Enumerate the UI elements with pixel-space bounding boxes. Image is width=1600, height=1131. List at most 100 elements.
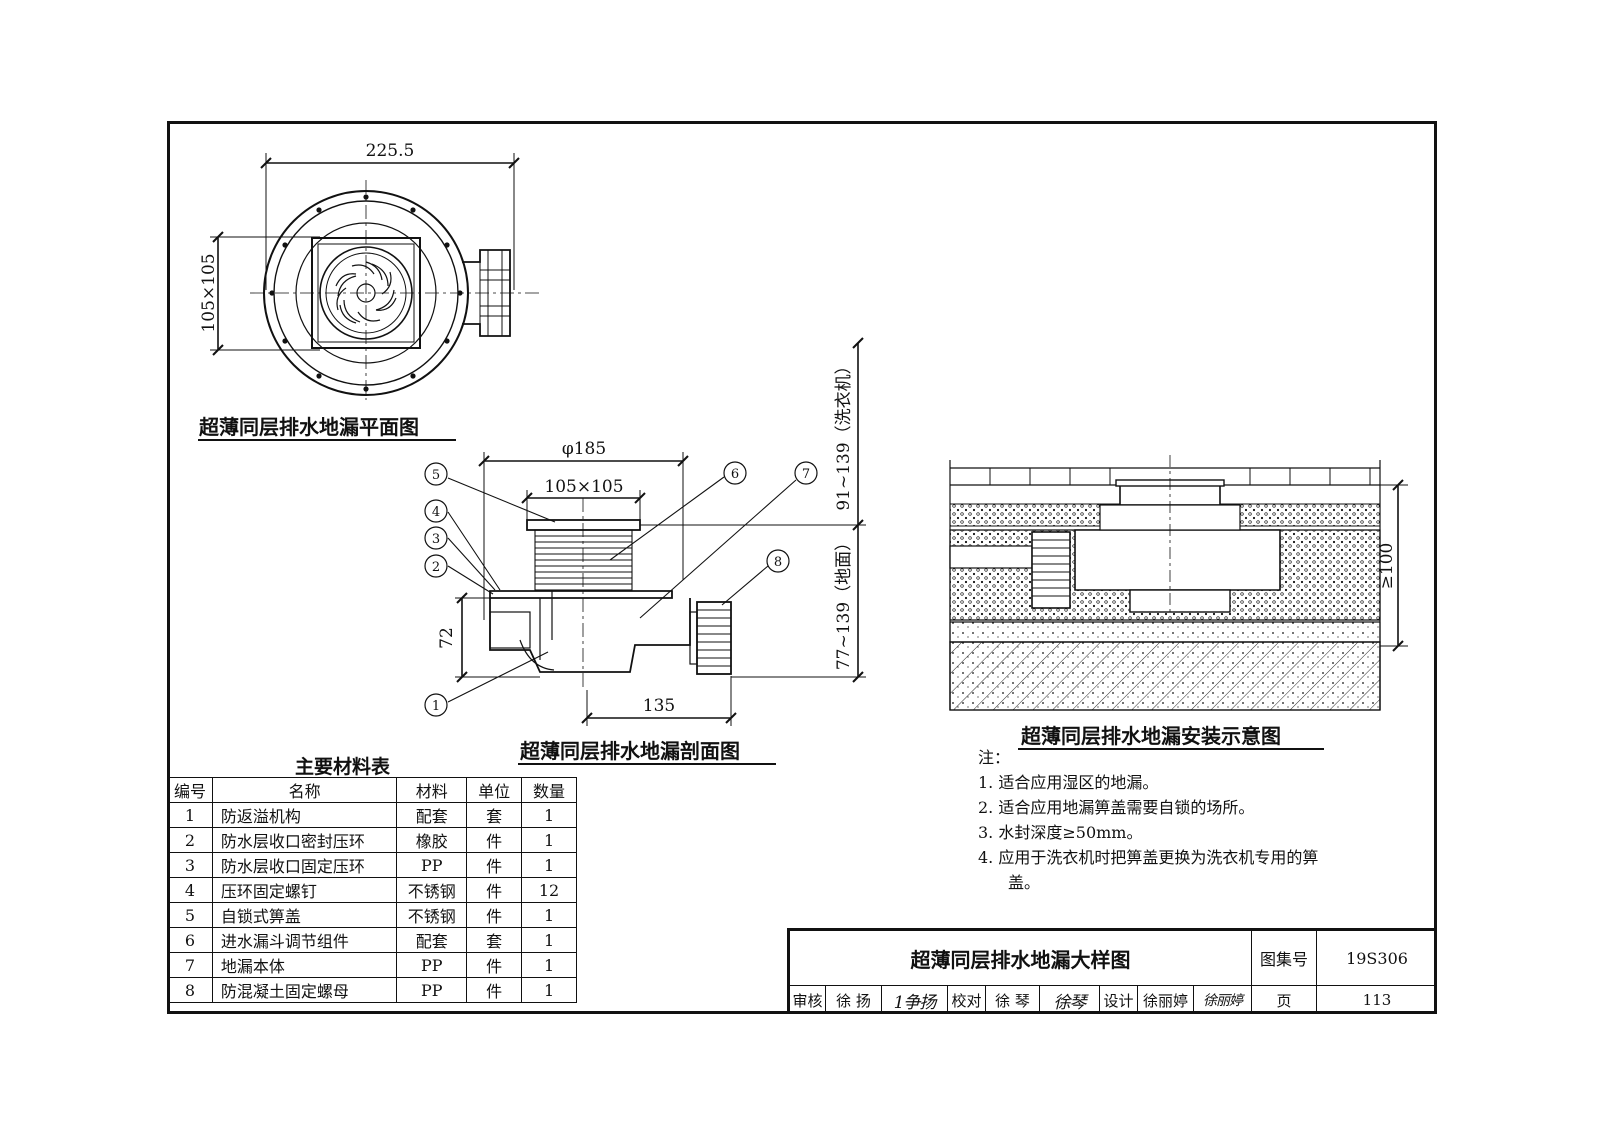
section-outlet-nut [696, 601, 732, 675]
callout-3: 3 [432, 532, 440, 547]
cell-qty: 1 [521, 802, 577, 828]
cell-name: 进水漏斗调节组件 [211, 927, 398, 953]
table-row: 6 进水漏斗调节组件 配套 套 1 [167, 927, 577, 953]
outlet-nut [462, 249, 511, 337]
cell-no: 8 [167, 977, 213, 1003]
table-row: 7 地漏本体 PP 件 1 [167, 952, 577, 978]
flange [489, 590, 673, 599]
cell-unit: 件 [466, 952, 523, 978]
checker-signature: 徐琴 [1040, 986, 1100, 1014]
grate [526, 519, 641, 531]
callout-6: 6 [731, 467, 739, 482]
cell-material: 配套 [396, 927, 468, 953]
plan-dim-grate: 105×105 [199, 253, 219, 332]
table-row: 2 防水层收口密封压环 橡胶 件 1 [167, 827, 577, 853]
design-label: 设计 [1100, 986, 1138, 1014]
col-header: 名称 [211, 777, 398, 803]
cell-name: 防水层收口密封压环 [211, 827, 398, 853]
cell-material: PP [396, 952, 468, 978]
anti-overflow [489, 611, 531, 649]
cell-name: 压环固定螺钉 [211, 877, 398, 903]
page-label: 页 [1252, 986, 1317, 1014]
materials-table: 编号 名称 材料 单位 数量 1 防返溢机构 配套 套 1 2 防水层收口密封压… [167, 777, 577, 1003]
col-header: 单位 [466, 777, 523, 803]
drawing-frame [167, 121, 1437, 1014]
section-caption-underline [518, 763, 776, 765]
cell-material: PP [396, 852, 468, 878]
bolt-holes [269, 194, 463, 392]
cell-name: 自锁式箅盖 [211, 902, 398, 928]
section-dim-diameter: φ185 [562, 439, 606, 459]
cell-material: 配套 [396, 802, 468, 828]
notes-heading: 注： [978, 748, 1011, 767]
section-dim-washer-range: 91~139（洗衣机） [834, 357, 854, 510]
reviewer-signature: 1争扬 [882, 986, 948, 1014]
callout-circles [424, 461, 818, 717]
cell-no: 6 [167, 927, 213, 953]
atlas-label: 图集号 [1252, 931, 1317, 986]
section-dim-grate: 105×105 [544, 477, 623, 497]
cell-qty: 1 [521, 952, 577, 978]
drawing-title: 超薄同层排水地漏大样图 [790, 931, 1252, 986]
grate-square [311, 237, 421, 349]
install-outlet-nut [1031, 531, 1071, 609]
cell-no: 7 [167, 952, 213, 978]
materials-title: 主要材料表 [295, 756, 391, 778]
cell-qty: 1 [521, 902, 577, 928]
title-block: 超薄同层排水地漏大样图 图集号 19S306 审核 徐 扬 1争扬 校对 徐 琴… [787, 928, 1437, 1014]
callout-4: 4 [432, 505, 440, 520]
cell-unit: 件 [466, 877, 523, 903]
col-header: 数量 [521, 777, 577, 803]
section-dim-outlet: 135 [643, 696, 675, 716]
cell-no: 5 [167, 902, 213, 928]
cell-material: 橡胶 [396, 827, 468, 853]
funnel-adjuster [534, 529, 633, 591]
cell-unit: 件 [466, 902, 523, 928]
cell-unit: 件 [466, 977, 523, 1003]
install-caption: 超薄同层排水地漏安装示意图 [1021, 724, 1281, 748]
cell-name: 防水层收口固定压环 [211, 852, 398, 878]
drain-body [489, 598, 691, 673]
body-outer-ring [263, 190, 469, 396]
cell-name: 防返溢机构 [211, 802, 398, 828]
section-dim-floor-range: 77~139（地面） [834, 534, 854, 670]
check-label: 校对 [948, 986, 986, 1014]
designer-name: 徐丽婷 [1138, 986, 1194, 1014]
cell-material: 不锈钢 [396, 902, 468, 928]
cell-unit: 件 [466, 852, 523, 878]
callout-2: 2 [432, 560, 440, 575]
cell-qty: 12 [521, 877, 577, 903]
plan-caption-underline [198, 439, 456, 441]
note-item: 盖。 [1008, 873, 1041, 892]
cell-unit: 套 [466, 802, 523, 828]
plan-dim-width: 225.5 [366, 141, 415, 161]
install-view [949, 455, 1408, 711]
review-label: 审核 [790, 986, 826, 1014]
callout-labels: 5 4 3 2 1 6 7 8 [432, 467, 810, 714]
cell-qty: 1 [521, 827, 577, 853]
notes: 注： 1. 适合应用湿区的地漏。 2. 适合应用地漏箅盖需要自锁的场所。 3. … [978, 745, 1318, 895]
cell-unit: 套 [466, 927, 523, 953]
note-item: 3. 水封深度≥50mm。 [978, 823, 1143, 842]
cell-no: 2 [167, 827, 213, 853]
callout-7: 7 [802, 467, 810, 482]
table-row: 1 防返溢机构 配套 套 1 [167, 802, 577, 828]
checker-name: 徐 琴 [986, 986, 1040, 1014]
install-drain-body [1074, 529, 1281, 591]
designer-signature: 徐丽婷 [1194, 986, 1252, 1014]
col-header: 编号 [167, 777, 213, 803]
table-header-row: 编号 名称 材料 单位 数量 [167, 777, 577, 803]
table-row: 5 自锁式箅盖 不锈钢 件 1 [167, 902, 577, 928]
atlas-number: 19S306 [1317, 931, 1437, 986]
note-item: 2. 适合应用地漏箅盖需要自锁的场所。 [978, 798, 1255, 817]
section-view [424, 337, 866, 726]
install-caption-underline [1018, 748, 1324, 750]
table-row: 8 防混凝土固定螺母 PP 件 1 [167, 977, 577, 1003]
cell-unit: 件 [466, 827, 523, 853]
table-row: 3 防水层收口固定压环 PP 件 1 [167, 852, 577, 878]
callout-1: 1 [432, 699, 440, 714]
cell-name: 地漏本体 [211, 952, 398, 978]
page-number: 113 [1362, 991, 1392, 1009]
cell-material: 不锈钢 [396, 877, 468, 903]
cell-material: PP [396, 977, 468, 1003]
